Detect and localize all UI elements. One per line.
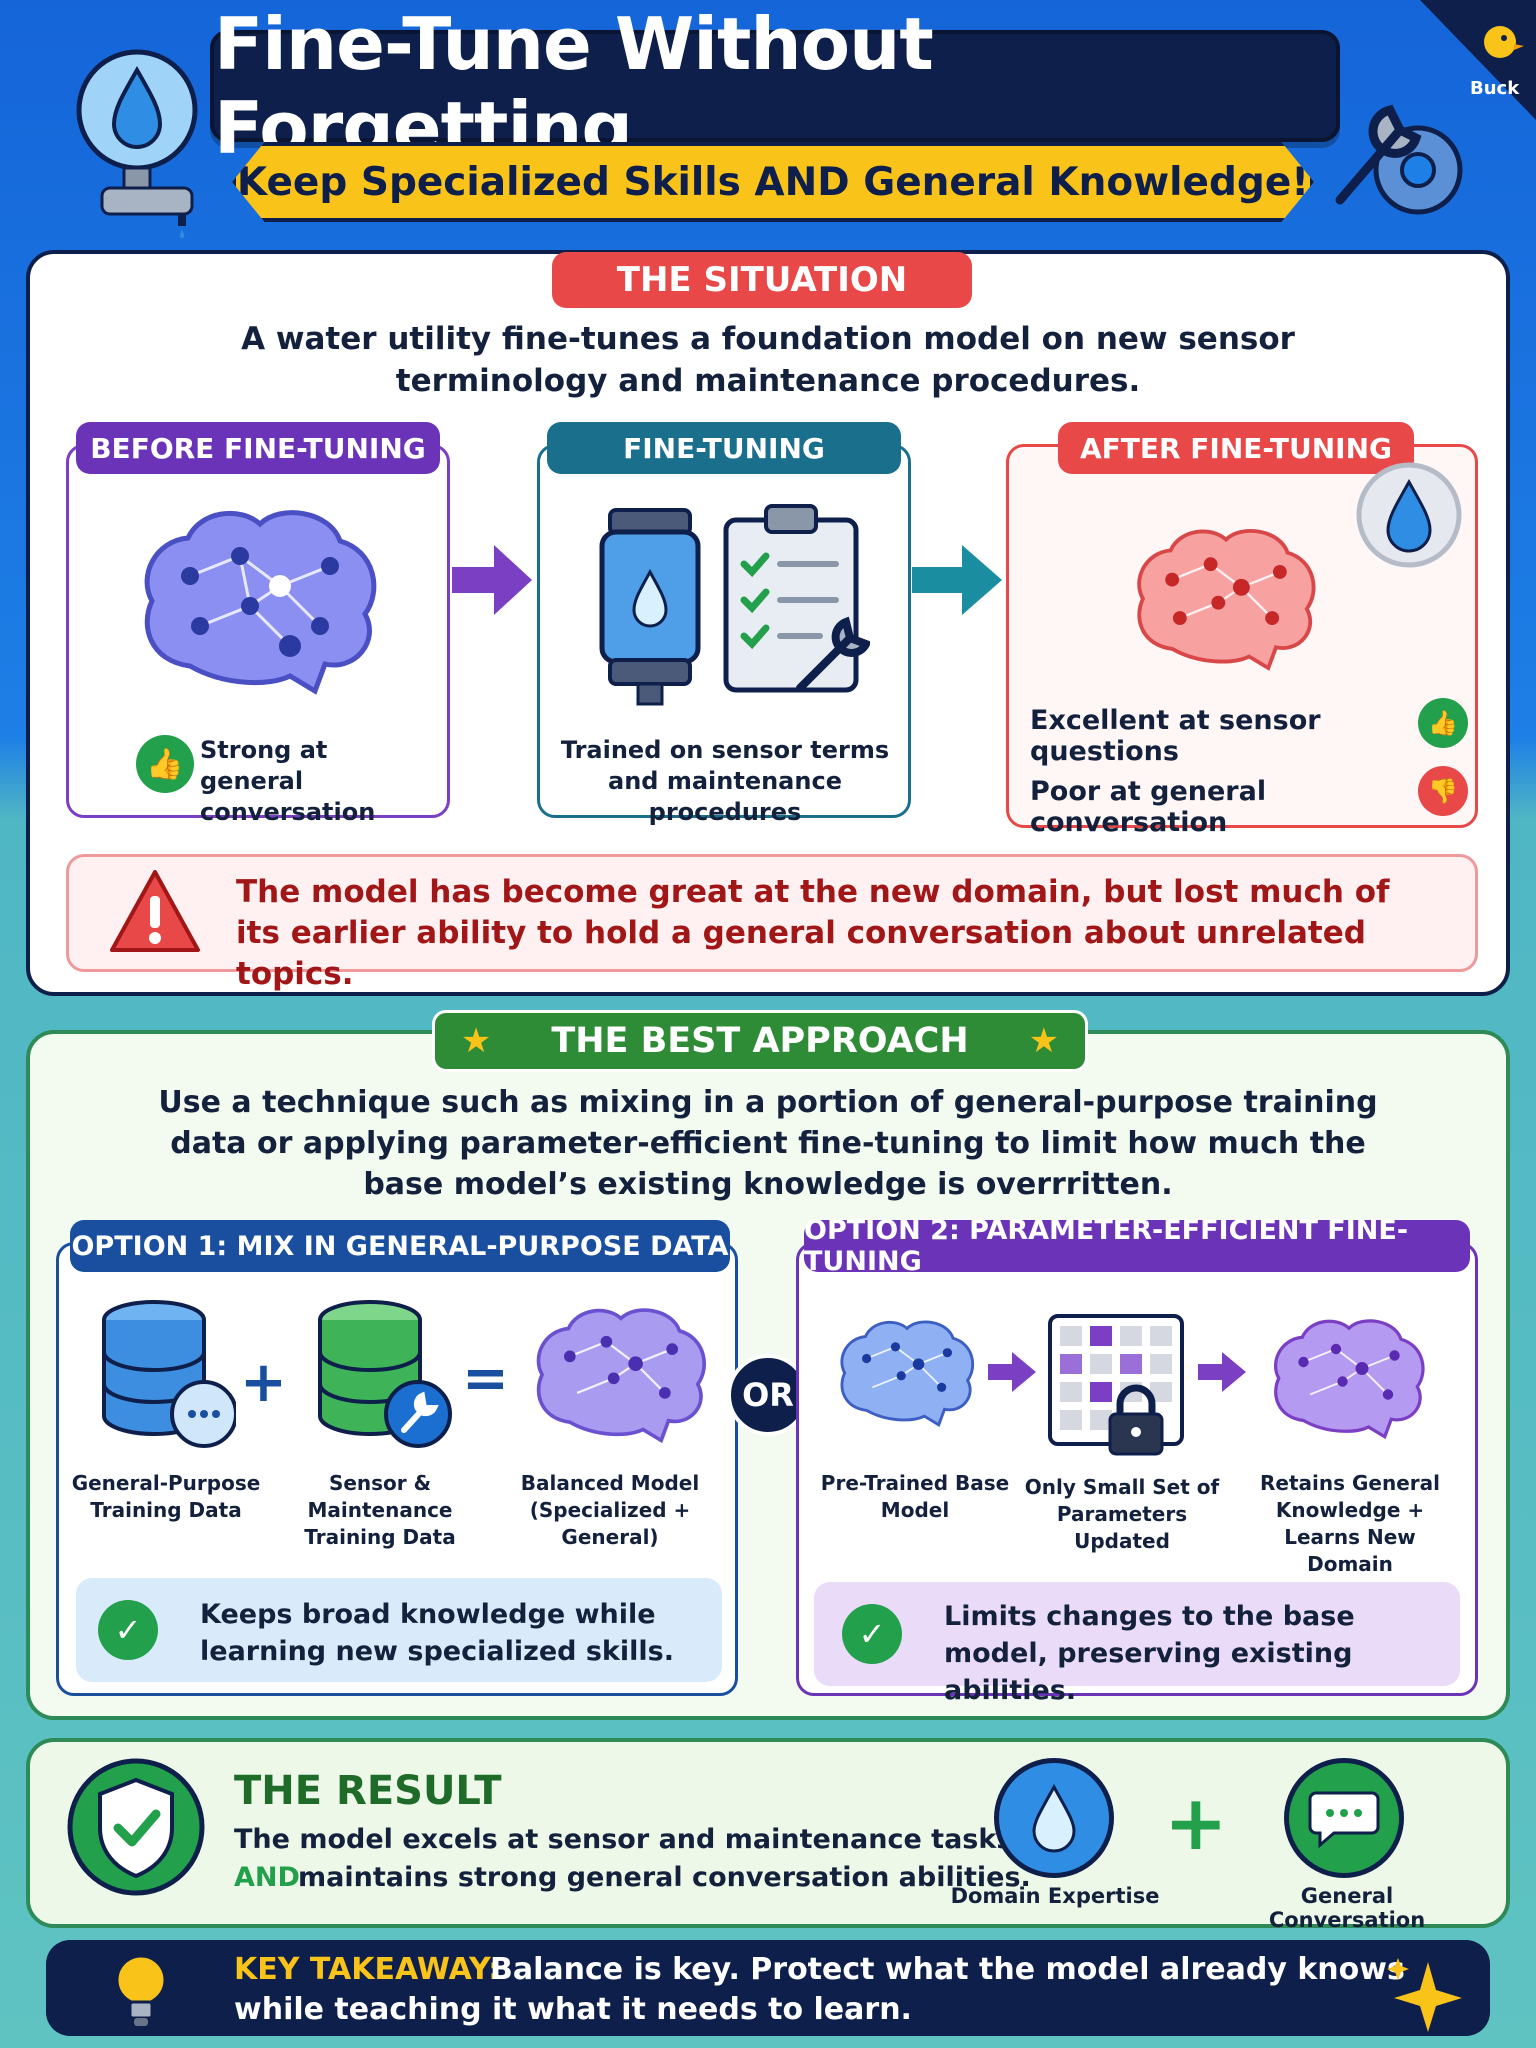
equals-icon: =	[462, 1346, 509, 1411]
after-finetuning-label: AFTER FINE-TUNING	[1058, 422, 1414, 474]
chat-bubble-icon	[1284, 1758, 1404, 1878]
general-conversation-caption: General Conversation	[1268, 1884, 1426, 1932]
subtitle-ribbon: Keep Specialized Skills AND General Know…	[232, 142, 1314, 222]
blue-brain-icon	[144, 510, 377, 695]
page-subtitle: Keep Specialized Skills AND General Know…	[236, 159, 1310, 205]
general-data-database-icon	[102, 1300, 236, 1448]
approach-description: Use a technique such as mixing in a port…	[158, 1085, 1378, 1202]
after-good-caption: Excellent at sensor questions	[1030, 705, 1321, 767]
option1-label: OPTION 1: MIX IN GENERAL-PURPOSE DATA	[70, 1220, 730, 1272]
result-line-1: The model excels at sensor and maintenan…	[234, 1824, 1013, 1855]
retains-caption: Retains General Knowledge + Learns New D…	[1260, 1471, 1440, 1576]
thumbs-up-icon: 👍	[136, 735, 194, 793]
situation-label: THE SITUATION	[552, 252, 972, 308]
warning-box	[66, 854, 1478, 972]
sensor-data-database-icon	[318, 1300, 452, 1448]
parameter-grid-lock-icon	[1048, 1314, 1184, 1456]
takeaway-label: KEY TAKEAWAY:	[234, 1952, 501, 1987]
option1-result-box	[76, 1578, 722, 1682]
water-drop-icon	[994, 1758, 1114, 1878]
thumbs-down-icon: 👎	[1418, 766, 1468, 816]
option1-result-text: Keeps broad knowledge while learning new…	[200, 1599, 674, 1667]
arrow-right-icon	[1198, 1352, 1246, 1392]
takeaway-line-1: Balance is key. Protect what the model a…	[490, 1952, 1405, 1987]
corner-badge-text: Buck	[1470, 78, 1520, 99]
balanced-brain-icon	[536, 1308, 707, 1444]
small-params-caption: Only Small Set of Parameters Updated	[1024, 1475, 1220, 1553]
option2-result-text: Limits changes to the base model, preser…	[944, 1601, 1355, 1706]
wrench-gear-icon	[1335, 104, 1463, 215]
retains-knowledge-brain-icon	[1273, 1319, 1425, 1440]
finetuning-label: FINE-TUNING	[547, 422, 901, 474]
shield-check-icon	[67, 1758, 205, 1896]
star-icon: ★	[460, 1021, 492, 1061]
page-title: Fine-Tune Without Forgetting	[214, 2, 934, 170]
water-sensor-cylinder-icon	[599, 508, 701, 706]
star-icon: ★	[1028, 1021, 1060, 1061]
lightbulb-icon	[115, 1954, 167, 2026]
title-banner: Fine-Tune Without Forgetting	[210, 2, 1340, 170]
checkmark-icon: ✓	[98, 1600, 158, 1660]
result-and-word: AND	[234, 1862, 300, 1893]
warning-text: The model has become great at the new do…	[236, 874, 1390, 992]
pretrained-caption: Pre-Trained Base Model	[820, 1471, 1010, 1522]
warning-triangle-icon	[110, 870, 200, 952]
result-line-2: maintains strong general conversation ab…	[298, 1862, 1031, 1893]
takeaway-line-2: while teaching it what it needs to learn…	[234, 1992, 912, 2027]
arrow-right-icon	[988, 1352, 1036, 1392]
water-faucet-icon	[76, 49, 198, 238]
checklist-clipboard-icon	[723, 504, 870, 693]
balanced-model-caption: Balanced Model (Specialized + General)	[520, 1471, 700, 1549]
after-bad-caption: Poor at general conversation	[1030, 776, 1267, 838]
sparkle-icon	[1387, 1958, 1462, 2032]
before-finetuning-label: BEFORE FINE-TUNING	[76, 422, 440, 474]
arrow-right-icon	[452, 545, 532, 615]
key-takeaway-bar	[46, 1940, 1490, 2036]
plus-icon: +	[240, 1350, 287, 1415]
option2-result-box	[814, 1582, 1460, 1686]
corner-duck-badge-icon	[1420, 0, 1536, 120]
option2-label: OPTION 2: PARAMETER-EFFICIENT FINE-TUNIN…	[804, 1215, 1470, 1277]
finetuning-caption: Trained on sensor terms and maintenance …	[560, 736, 890, 826]
arrow-right-icon	[912, 545, 1002, 615]
before-caption: Strong at general conversation	[200, 736, 376, 826]
checkmark-icon: ✓	[842, 1604, 902, 1664]
red-brain-icon	[1137, 529, 1316, 671]
general-data-caption: General-Purpose Training Data	[71, 1471, 261, 1522]
header: Buck Fine-Tune Without Forgetting Keep S…	[0, 0, 1536, 250]
result-title: THE RESULT	[234, 1768, 502, 1814]
thumbs-up-icon: 👍	[1418, 698, 1468, 748]
water-drop-icon	[1356, 462, 1462, 568]
sensor-data-caption: Sensor & Maintenance Training Data	[304, 1471, 456, 1549]
situation-description: A water utility fine-tunes a foundation …	[241, 321, 1295, 399]
approach-label: ★ THE BEST APPROACH ★	[432, 1010, 1088, 1072]
plus-icon: +	[1164, 1778, 1228, 1867]
domain-expertise-caption: Domain Expertise	[950, 1884, 1160, 1908]
approach-label-text: THE BEST APPROACH	[551, 1021, 969, 1061]
pretrained-brain-icon	[840, 1320, 975, 1427]
result-panel	[26, 1738, 1510, 1928]
